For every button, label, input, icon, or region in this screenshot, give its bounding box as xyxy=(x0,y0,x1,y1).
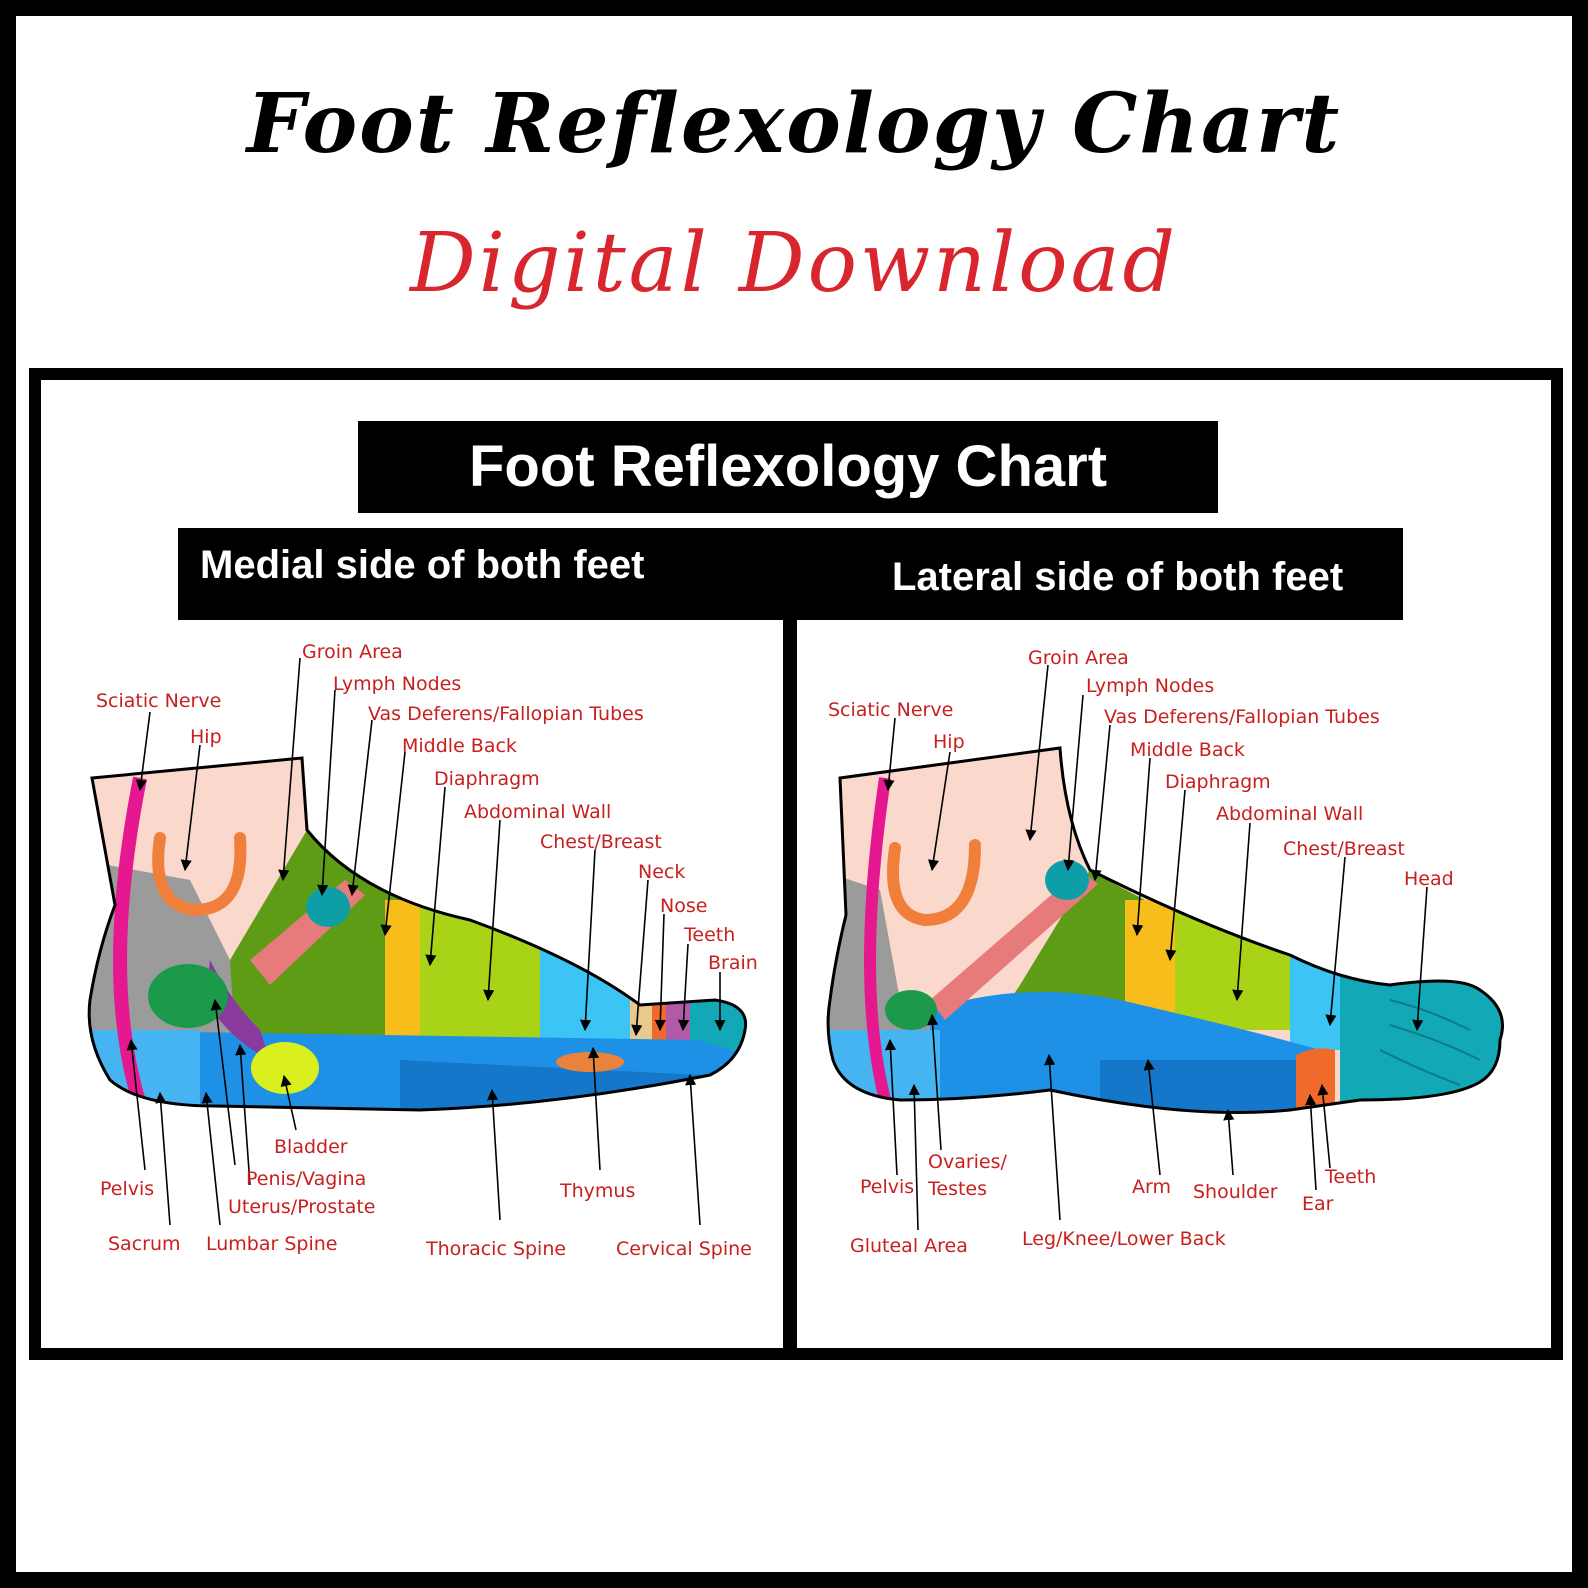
medial-label: Thymus xyxy=(559,1180,635,1202)
medial-label: Vas Deferens/Fallopian Tubes xyxy=(368,703,644,725)
lateral-label: Diaphragm xyxy=(1165,771,1271,793)
lateral-label: Vas Deferens/Fallopian Tubes xyxy=(1104,706,1380,728)
lateral-label: Chest/Breast xyxy=(1283,838,1405,860)
medial-label: Thoracic Spine xyxy=(425,1238,566,1260)
chart-banner: Foot Reflexology Chart xyxy=(358,421,1218,513)
section-heading-bar xyxy=(178,528,1403,620)
lateral-foot xyxy=(826,746,1504,1114)
lateral-label: Shoulder xyxy=(1193,1181,1278,1203)
medial-label: Pelvis xyxy=(100,1178,154,1200)
medial-label: Abdominal Wall xyxy=(464,801,611,823)
lateral-label: Ear xyxy=(1302,1193,1334,1215)
lateral-label: Ovaries/ xyxy=(928,1151,1008,1173)
medial-label: Penis/Vagina xyxy=(246,1168,366,1190)
medial-heading: Medial side of both feet xyxy=(200,543,645,587)
medial-label: Chest/Breast xyxy=(540,831,662,853)
medial-label: Sciatic Nerve xyxy=(96,690,221,712)
lateral-label: Abdominal Wall xyxy=(1216,803,1363,825)
medial-foot xyxy=(87,756,748,1112)
lateral-labels: Groin Area Lymph Nodes Sciatic Nerve Vas… xyxy=(828,647,1454,1257)
medial-label: Uterus/Prostate xyxy=(228,1196,375,1218)
lateral-label: Pelvis xyxy=(860,1176,914,1198)
medial-arrows xyxy=(126,657,726,1226)
lateral-label: Groin Area xyxy=(1028,647,1129,669)
lateral-label: Testes xyxy=(927,1178,987,1200)
lateral-label: Head xyxy=(1404,868,1454,890)
medial-labels: Groin Area Lymph Nodes Sciatic Nerve Vas… xyxy=(96,641,758,1260)
lateral-label: Teeth xyxy=(1324,1166,1376,1188)
medial-label: Lumbar Spine xyxy=(206,1233,338,1255)
medial-label: Diaphragm xyxy=(434,768,540,790)
medial-label: Bladder xyxy=(274,1136,348,1158)
medial-label: Nose xyxy=(660,895,707,917)
medial-label: Neck xyxy=(638,861,685,883)
lateral-label: Gluteal Area xyxy=(850,1235,968,1257)
medial-label: Sacrum xyxy=(108,1233,181,1255)
lateral-label: Middle Back xyxy=(1130,739,1245,761)
lateral-heading: Lateral side of both feet xyxy=(892,555,1344,599)
panel-divider xyxy=(783,620,797,1348)
lateral-label: Leg/Knee/Lower Back xyxy=(1022,1228,1226,1250)
medial-label: Hip xyxy=(190,726,222,748)
medial-label: Teeth xyxy=(683,924,735,946)
lateral-label: Arm xyxy=(1132,1176,1171,1198)
medial-label: Cervical Spine xyxy=(616,1238,752,1260)
medial-label: Brain xyxy=(708,952,758,974)
digital-download-subtitle: Digital Download xyxy=(410,216,1178,311)
medial-label: Groin Area xyxy=(302,641,403,663)
lateral-label: Sciatic Nerve xyxy=(828,699,953,721)
lateral-label: Hip xyxy=(933,731,965,753)
medial-label: Middle Back xyxy=(402,735,517,757)
page-title: Foot Reflexology Chart xyxy=(246,76,1342,172)
medial-label: Lymph Nodes xyxy=(333,673,461,695)
lateral-arrows xyxy=(883,664,1428,1231)
lateral-label: Lymph Nodes xyxy=(1086,675,1214,697)
